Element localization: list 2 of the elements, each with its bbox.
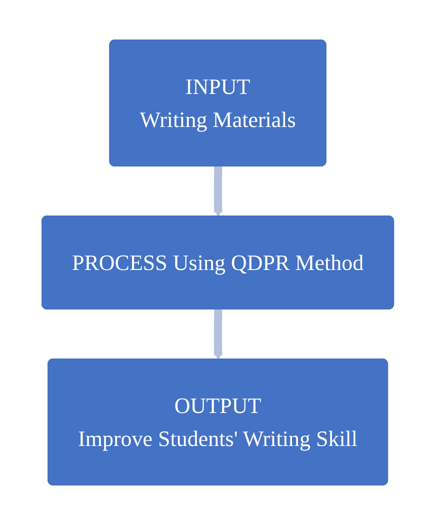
arrow — [213, 166, 222, 217]
arrow — [213, 309, 222, 360]
